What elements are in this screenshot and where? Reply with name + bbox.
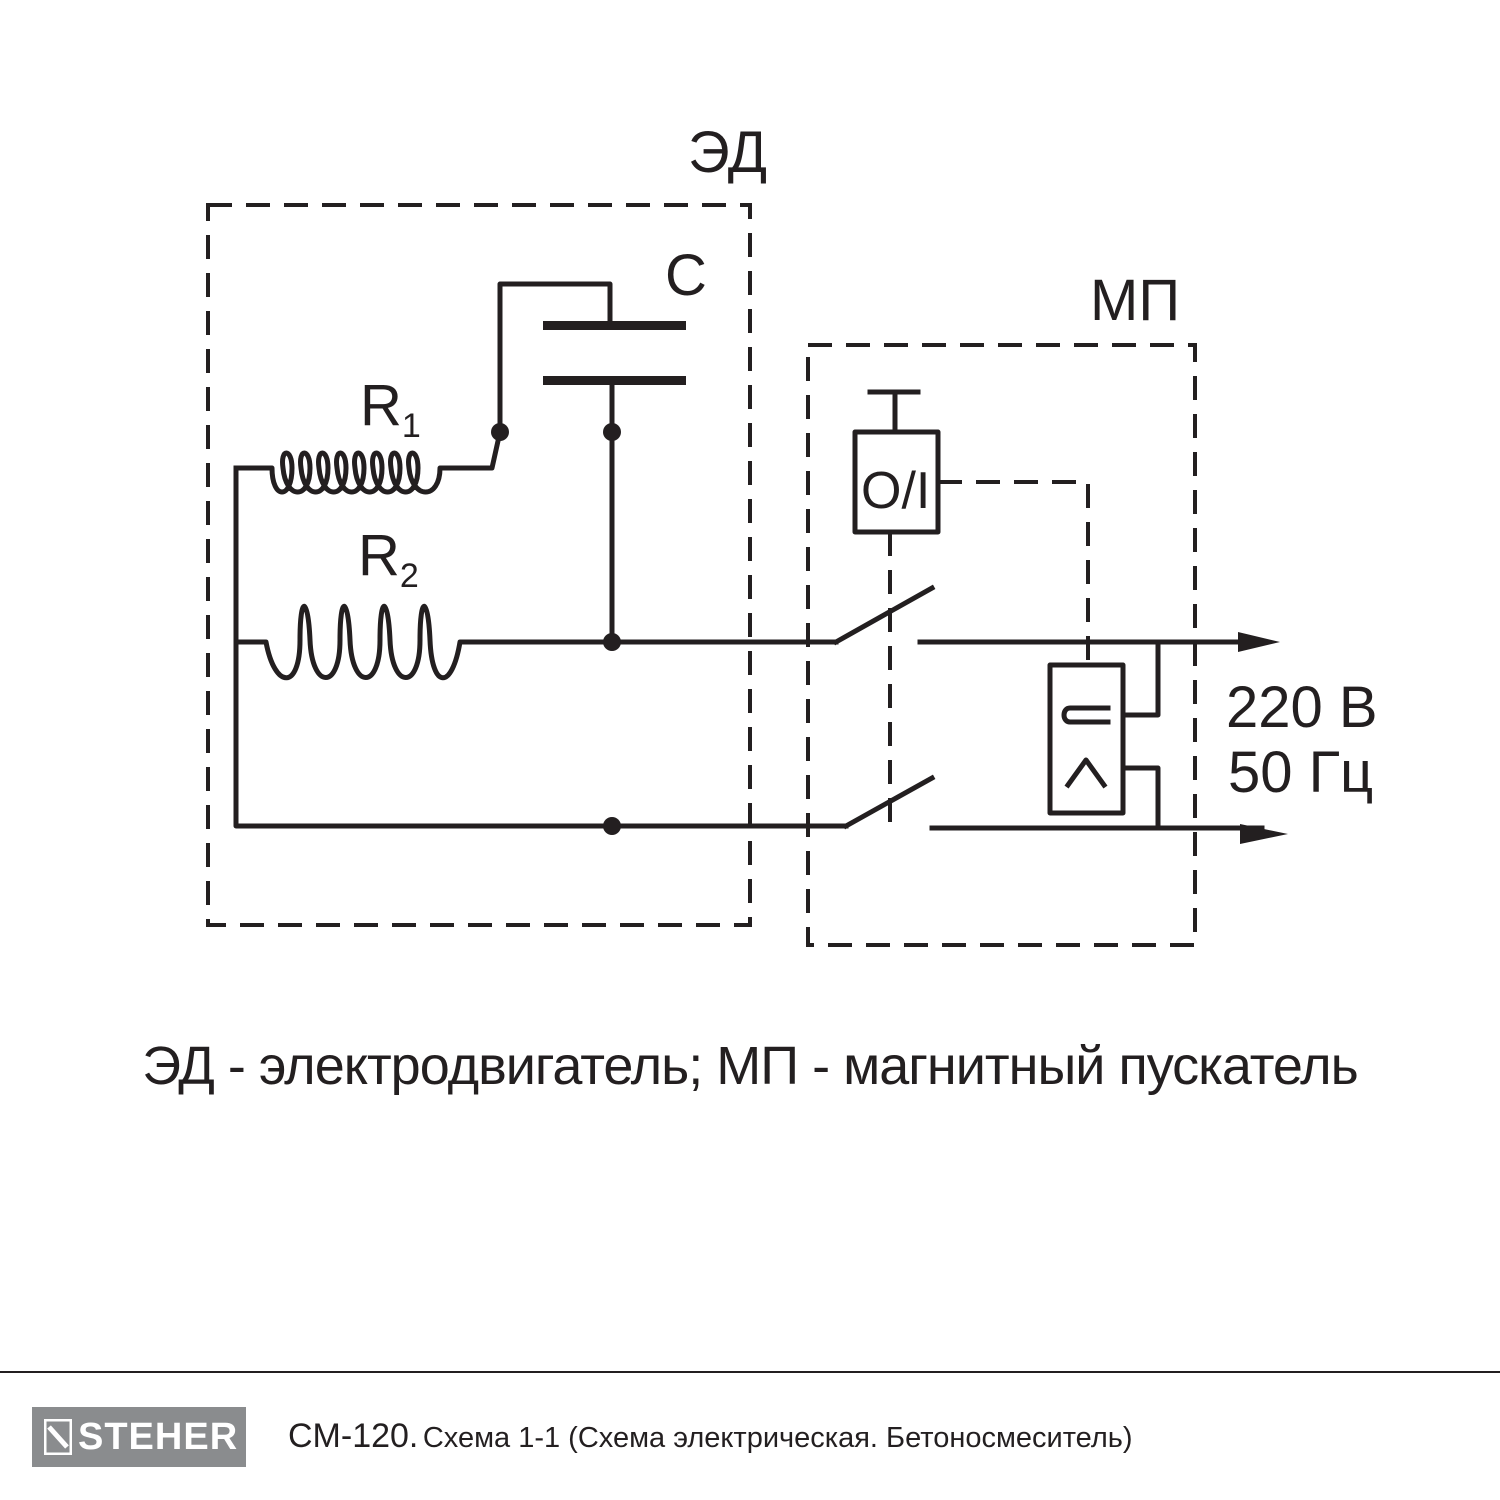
brand-name: STEHER — [78, 1415, 239, 1458]
footer-title: CM-120. Схема 1-1 (Схема электрическая. … — [288, 1417, 1133, 1456]
junction-dot — [603, 423, 621, 441]
winding-r2-coil — [236, 603, 612, 681]
switch-contact-top — [832, 584, 936, 646]
starter-block-label: МП — [1090, 268, 1180, 333]
capacitor-top-lead — [497, 281, 613, 435]
control-linkage — [938, 480, 1090, 660]
brand-mark-icon — [44, 1419, 72, 1455]
thermal-trigger-symbol — [1064, 757, 1108, 789]
left-bus-wire — [233, 465, 849, 829]
relay-lead-bottom — [1120, 765, 1161, 831]
brand-logo: STEHER — [32, 1407, 246, 1467]
push-button-stem — [867, 389, 921, 435]
arrow-head-bottom — [1240, 824, 1288, 844]
winding-r2-label: R2 — [358, 523, 419, 595]
arrow-head-top — [1238, 632, 1280, 652]
junction-dot — [603, 817, 621, 835]
junction-dot — [491, 423, 509, 441]
relay-lead-top — [1120, 639, 1161, 718]
motor-block-label: ЭД — [688, 120, 767, 185]
voltage-label: 220 В — [1226, 675, 1378, 740]
diagram-caption: ЭД - электродвигатель; МП - магнитный пу… — [142, 1036, 1359, 1096]
thermal-relay-box — [1047, 662, 1126, 816]
capacitor-plate-top — [543, 321, 686, 330]
frequency-label: 50 Гц — [1228, 740, 1373, 805]
junction-dot — [603, 633, 621, 651]
scheme-description: Схема 1-1 (Схема электрическая. Бетоносм… — [422, 1422, 1133, 1454]
motor-block-boundary — [206, 203, 752, 927]
winding-r1-coil — [236, 431, 503, 495]
model-number: CM-120. — [288, 1417, 419, 1455]
footer-divider — [0, 1371, 1500, 1373]
starter-block-boundary — [806, 343, 1197, 947]
push-button-label: O/I — [861, 462, 930, 520]
winding-r1-label: R1 — [360, 373, 421, 445]
capacitor-label: С — [665, 243, 707, 308]
thermal-element-symbol — [1061, 705, 1111, 725]
